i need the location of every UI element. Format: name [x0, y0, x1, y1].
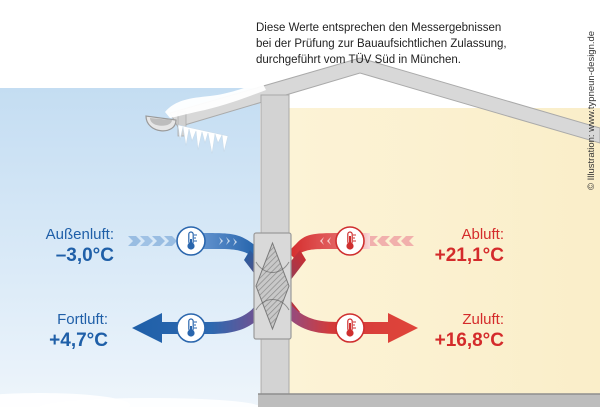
zuluft-label: Zuluft: +16,8°C — [400, 311, 504, 353]
note-line-1: Diese Werte entsprechen den Messergebnis… — [256, 22, 502, 34]
aussenluft-stream — [128, 236, 177, 246]
thermometer-icon — [176, 226, 206, 256]
abluft-value: +21,1°C — [434, 245, 504, 266]
aussenluft-value: –3,0°C — [55, 245, 114, 266]
thermometer-icon — [335, 226, 365, 256]
zuluft-name: Zuluft: — [462, 311, 504, 328]
fortluft-name: Fortluft: — [57, 311, 108, 328]
zuluft-value: +16,8°C — [434, 330, 504, 351]
abluft-label: Abluft: +21,1°C — [400, 226, 504, 268]
icicles — [177, 124, 229, 155]
thermometer-icon — [176, 313, 206, 343]
measurement-note: Diese Werte entsprechen den Messergebnis… — [256, 20, 556, 68]
credit-text: © Illustration: www.typneun-design.de — [586, 30, 597, 190]
abluft-stream — [365, 236, 414, 246]
note-line-3: durchgeführt vom TÜV Süd in München. — [256, 54, 461, 66]
thermometer-icon — [335, 313, 365, 343]
note-line-2: bei der Prüfung zur Bauaufsichtlichen Zu… — [256, 38, 507, 50]
abluft-name: Abluft: — [461, 226, 504, 243]
fortluft-value: +4,7°C — [49, 330, 108, 351]
heat-exchanger-icon — [253, 232, 292, 340]
illustration-credit: © Illustration: www.typneun-design.de — [572, 14, 597, 214]
aussenluft-label: Außenluft: –3,0°C — [10, 226, 114, 268]
fortluft-label: Fortluft: +4,7°C — [10, 311, 108, 353]
aussenluft-name: Außenluft: — [45, 226, 114, 243]
roof-snow — [165, 82, 266, 118]
floor — [258, 394, 600, 407]
